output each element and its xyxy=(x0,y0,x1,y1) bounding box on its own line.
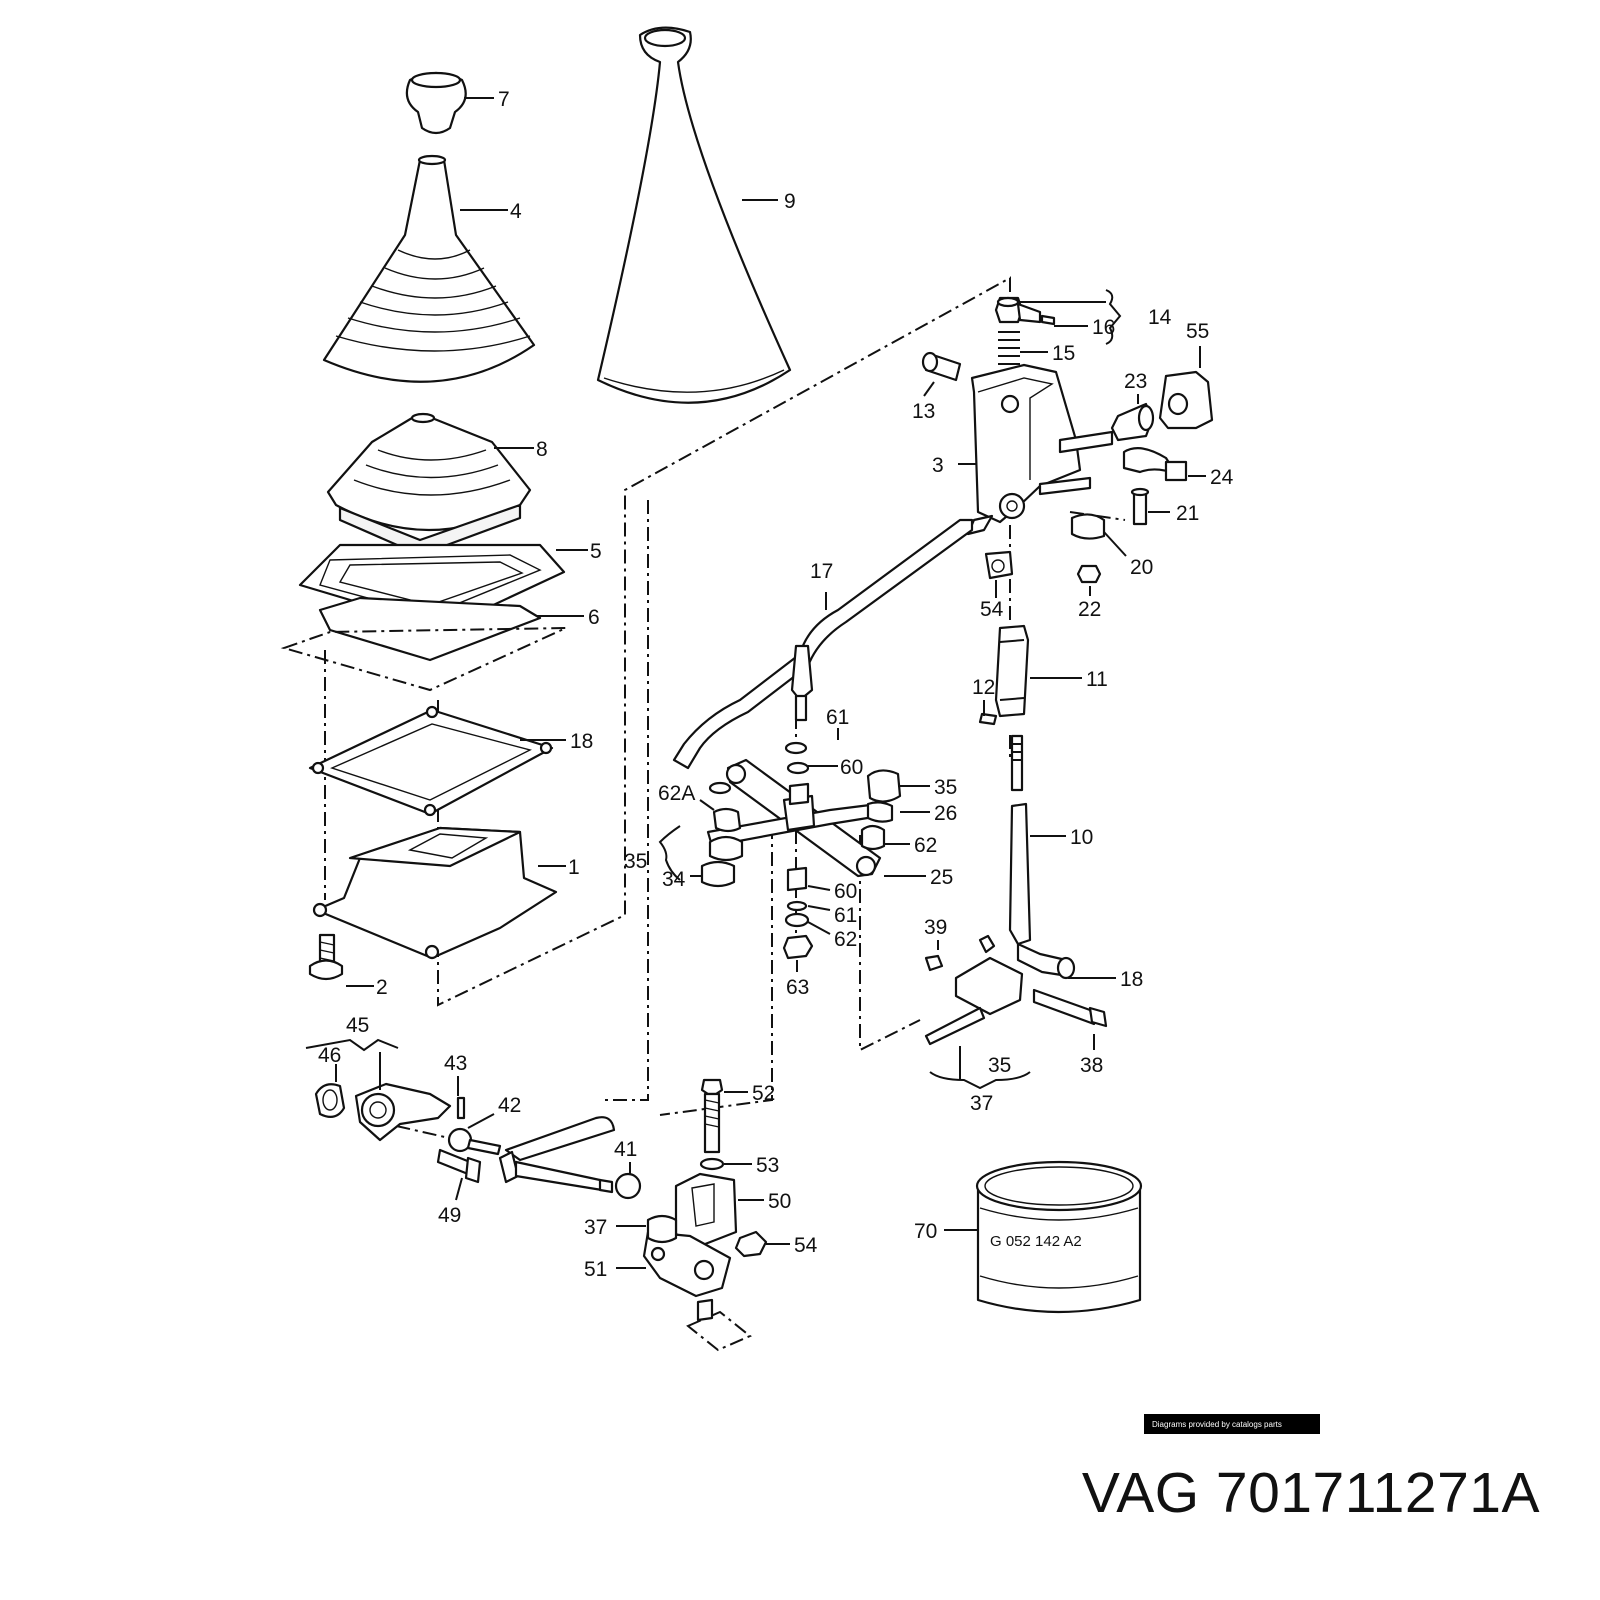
part-number-title: VAG 701711271A xyxy=(1081,1461,1540,1525)
callout-61-top: 61 xyxy=(826,706,849,729)
grease-container: G 052 142 A2 xyxy=(975,1160,1143,1314)
callout-34: 26 xyxy=(934,802,957,825)
callout-9: 9 xyxy=(784,190,796,213)
callout-8: 8 xyxy=(536,438,548,461)
gasket xyxy=(308,705,554,817)
callout-42: 42 xyxy=(498,1094,521,1117)
leather-boot xyxy=(596,26,792,404)
callout-12: 12 xyxy=(972,676,995,699)
callout-15: 15 xyxy=(1052,342,1075,365)
callout-5: 5 xyxy=(590,540,602,563)
callout-35-bottom: 35 xyxy=(988,1054,1011,1077)
callout-35-right: 35 xyxy=(934,776,957,799)
callout-22: 21 xyxy=(1176,502,1199,525)
callout-3: 3 xyxy=(932,454,944,477)
callout-24: 23 xyxy=(1124,370,1147,393)
callout-63: 63 xyxy=(786,976,809,999)
callout-38: 37 xyxy=(584,1216,607,1239)
callout-2: 2 xyxy=(376,976,388,999)
lever-mount-assembly xyxy=(642,1078,768,1352)
callout-14: 14 xyxy=(1148,306,1172,329)
callout-39: 38 xyxy=(1080,1054,1103,1077)
shift-housing xyxy=(312,826,558,960)
callout-7: 7 xyxy=(498,88,510,111)
callout-60-top: 60 xyxy=(840,756,863,779)
callout-23: 22 xyxy=(1078,598,1101,621)
callout-40: 39 xyxy=(924,916,947,939)
callout-70: 70 xyxy=(914,1220,937,1243)
callout-13: 13 xyxy=(912,400,935,423)
selector-linkage xyxy=(700,741,902,960)
callout-10: 10 xyxy=(1070,826,1093,849)
callout-61-bottom: 61 xyxy=(834,904,857,927)
shift-boot xyxy=(322,154,536,383)
inner-boot xyxy=(326,412,532,557)
callout-43: 43 xyxy=(444,1052,467,1075)
lever-bearing-assembly xyxy=(314,1082,642,1200)
callout-21: 20 xyxy=(1130,556,1153,579)
callout-44: 45 xyxy=(346,1014,369,1037)
callout-17: 18 xyxy=(1120,968,1143,991)
shift-rod xyxy=(672,518,974,770)
callout-20: 17 xyxy=(810,560,833,583)
part-code-label: G 052 142 A2 xyxy=(990,1233,1082,1250)
callout-37-bottom: 37 xyxy=(970,1092,993,1115)
callout-62A: 62A xyxy=(658,782,695,805)
callout-62-right: 62 xyxy=(914,834,937,857)
credit-text: Diagrams provided by catalogs parts xyxy=(1152,1420,1282,1429)
callout-62-bottom: 62 xyxy=(834,928,857,951)
callout-35-left: 34 xyxy=(662,868,686,891)
callout-51: 52 xyxy=(752,1082,775,1105)
callout-1: 1 xyxy=(568,856,580,879)
rod-coupling xyxy=(978,624,1076,980)
callout-labels: 7 4 9 8 5 6 18 1 2 3 14 16 15 13 23 55 2… xyxy=(318,88,1234,1281)
callout-41: 41 xyxy=(614,1138,637,1161)
leader-lines xyxy=(305,97,1206,1269)
housing-bolt xyxy=(308,933,344,981)
callout-37-left: 35 xyxy=(624,850,647,873)
rod-clamp-assembly xyxy=(924,934,1108,1046)
callout-54: 54 xyxy=(980,598,1004,621)
callout-50: 51 xyxy=(584,1258,607,1281)
callout-49: 50 xyxy=(768,1190,791,1213)
callout-45: 46 xyxy=(318,1044,341,1067)
callout-4: 4 xyxy=(510,200,522,223)
callout-55: 55 xyxy=(1186,320,1209,343)
callout-18: 18 xyxy=(570,730,593,753)
callout-16: 16 xyxy=(1092,316,1115,339)
callout-25: 24 xyxy=(1210,466,1234,489)
credit-badge: Diagrams provided by catalogs parts xyxy=(1144,1414,1320,1434)
lower-frame xyxy=(280,596,567,692)
callout-46: 49 xyxy=(438,1204,461,1227)
callout-6: 6 xyxy=(588,606,600,629)
callout-53: 54 xyxy=(794,1234,818,1257)
callout-60-bottom: 60 xyxy=(834,880,857,903)
gear-knob xyxy=(405,71,467,135)
callout-26: 25 xyxy=(930,866,953,889)
callout-11: 11 xyxy=(1086,668,1108,691)
callout-52: 53 xyxy=(756,1154,779,1177)
selector-bracket-assembly xyxy=(921,296,1214,584)
